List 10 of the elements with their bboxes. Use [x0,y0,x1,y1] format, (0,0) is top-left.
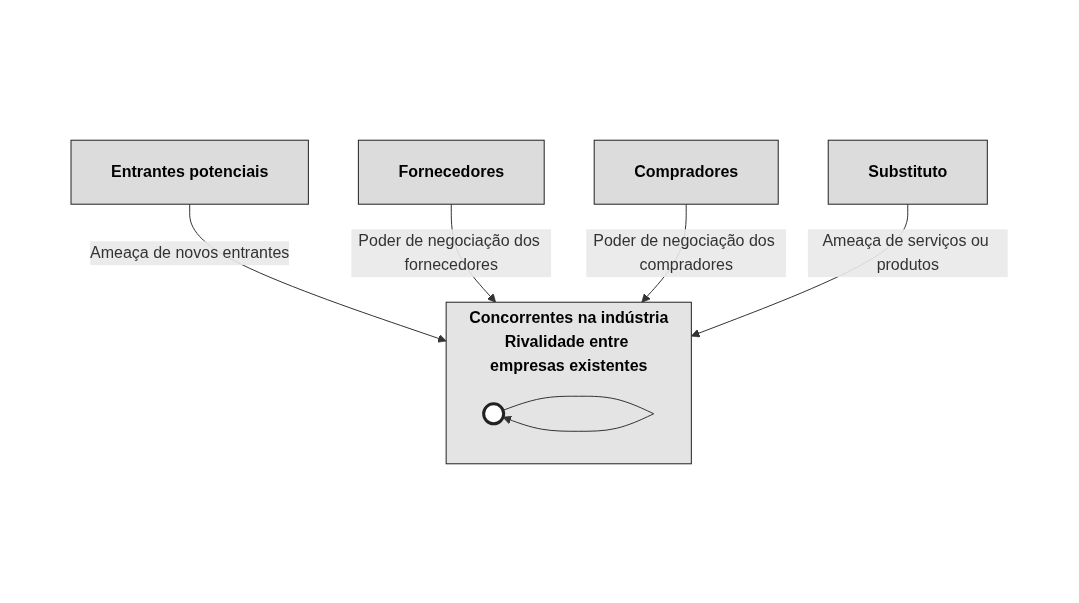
edge-label: Ameaça de serviços ou produtos [822,231,989,273]
edge-label: Poder de negociação dos compradores [593,231,775,273]
edge-label: Ameaça de novos entrantes [90,243,290,261]
edge-label: Poder de negociação dos fornecedores [358,231,540,273]
node-box: Entrantes potenciais [70,139,309,205]
node-box: Substituto [827,139,988,205]
cluster: Concorrentes na indústria Rivalidade entre empresas existentes [445,301,692,464]
node-box: Fornecedores [358,139,545,205]
node-box: Compradores [593,139,779,205]
node-circle [482,401,506,425]
